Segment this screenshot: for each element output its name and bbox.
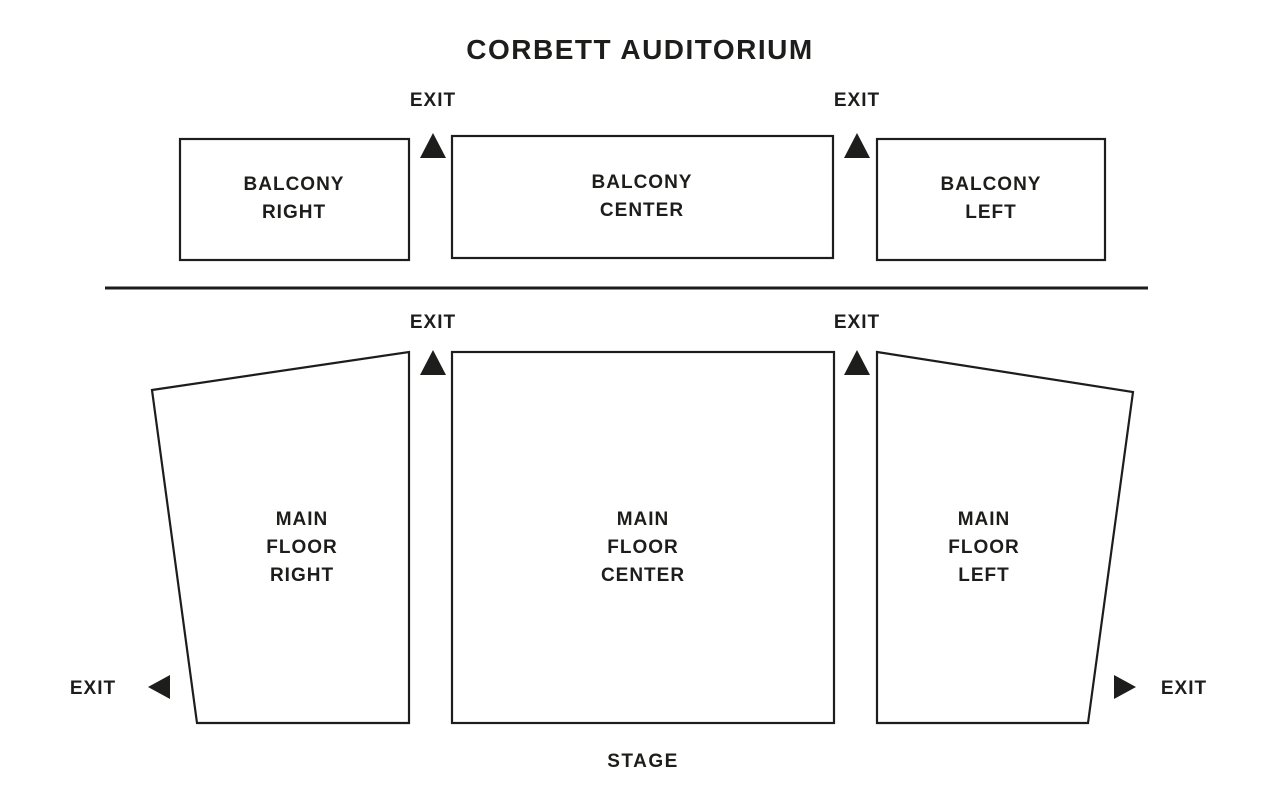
exit-arrow-up-top-right-icon	[844, 133, 870, 158]
main-floor-right-label: MAIN FLOOR RIGHT	[266, 508, 338, 587]
balcony-right-section	[178, 137, 411, 262]
balcony-left-section	[875, 137, 1107, 262]
exit-arrow-left-icon	[148, 675, 170, 699]
balcony-left-label: BALCONY LEFT	[940, 173, 1042, 223]
main-floor-left-label: MAIN FLOOR LEFT	[948, 508, 1020, 587]
page-title: CORBETT AUDITORIUM	[466, 34, 814, 65]
exit-arrow-up-mid-left-icon	[420, 350, 446, 375]
main-floor-center-label: MAIN FLOOR CENTER	[600, 508, 686, 587]
main-floor-right-section	[150, 350, 411, 725]
main-floor-left-section	[875, 350, 1135, 725]
balcony-center-label: BALCONY CENTER	[591, 171, 693, 221]
exit-label-bottom-left: EXIT	[69, 678, 117, 699]
stage-label: STAGE	[607, 751, 679, 772]
exit-arrow-right-icon	[1114, 675, 1136, 699]
exit-label-bottom-right: EXIT	[1160, 678, 1208, 699]
exit-arrow-up-top-left-icon	[420, 133, 446, 158]
main-floor-center-section	[450, 350, 836, 725]
exit-arrow-up-mid-right-icon	[844, 350, 870, 375]
exit-label-mid-right: EXIT	[833, 312, 881, 333]
exit-label-top-right: EXIT	[833, 90, 881, 111]
exit-label-mid-left: EXIT	[409, 312, 457, 333]
exit-label-top-left: EXIT	[409, 90, 457, 111]
balcony-right-label: BALCONY RIGHT	[243, 173, 345, 223]
balcony-center-section	[450, 134, 835, 260]
